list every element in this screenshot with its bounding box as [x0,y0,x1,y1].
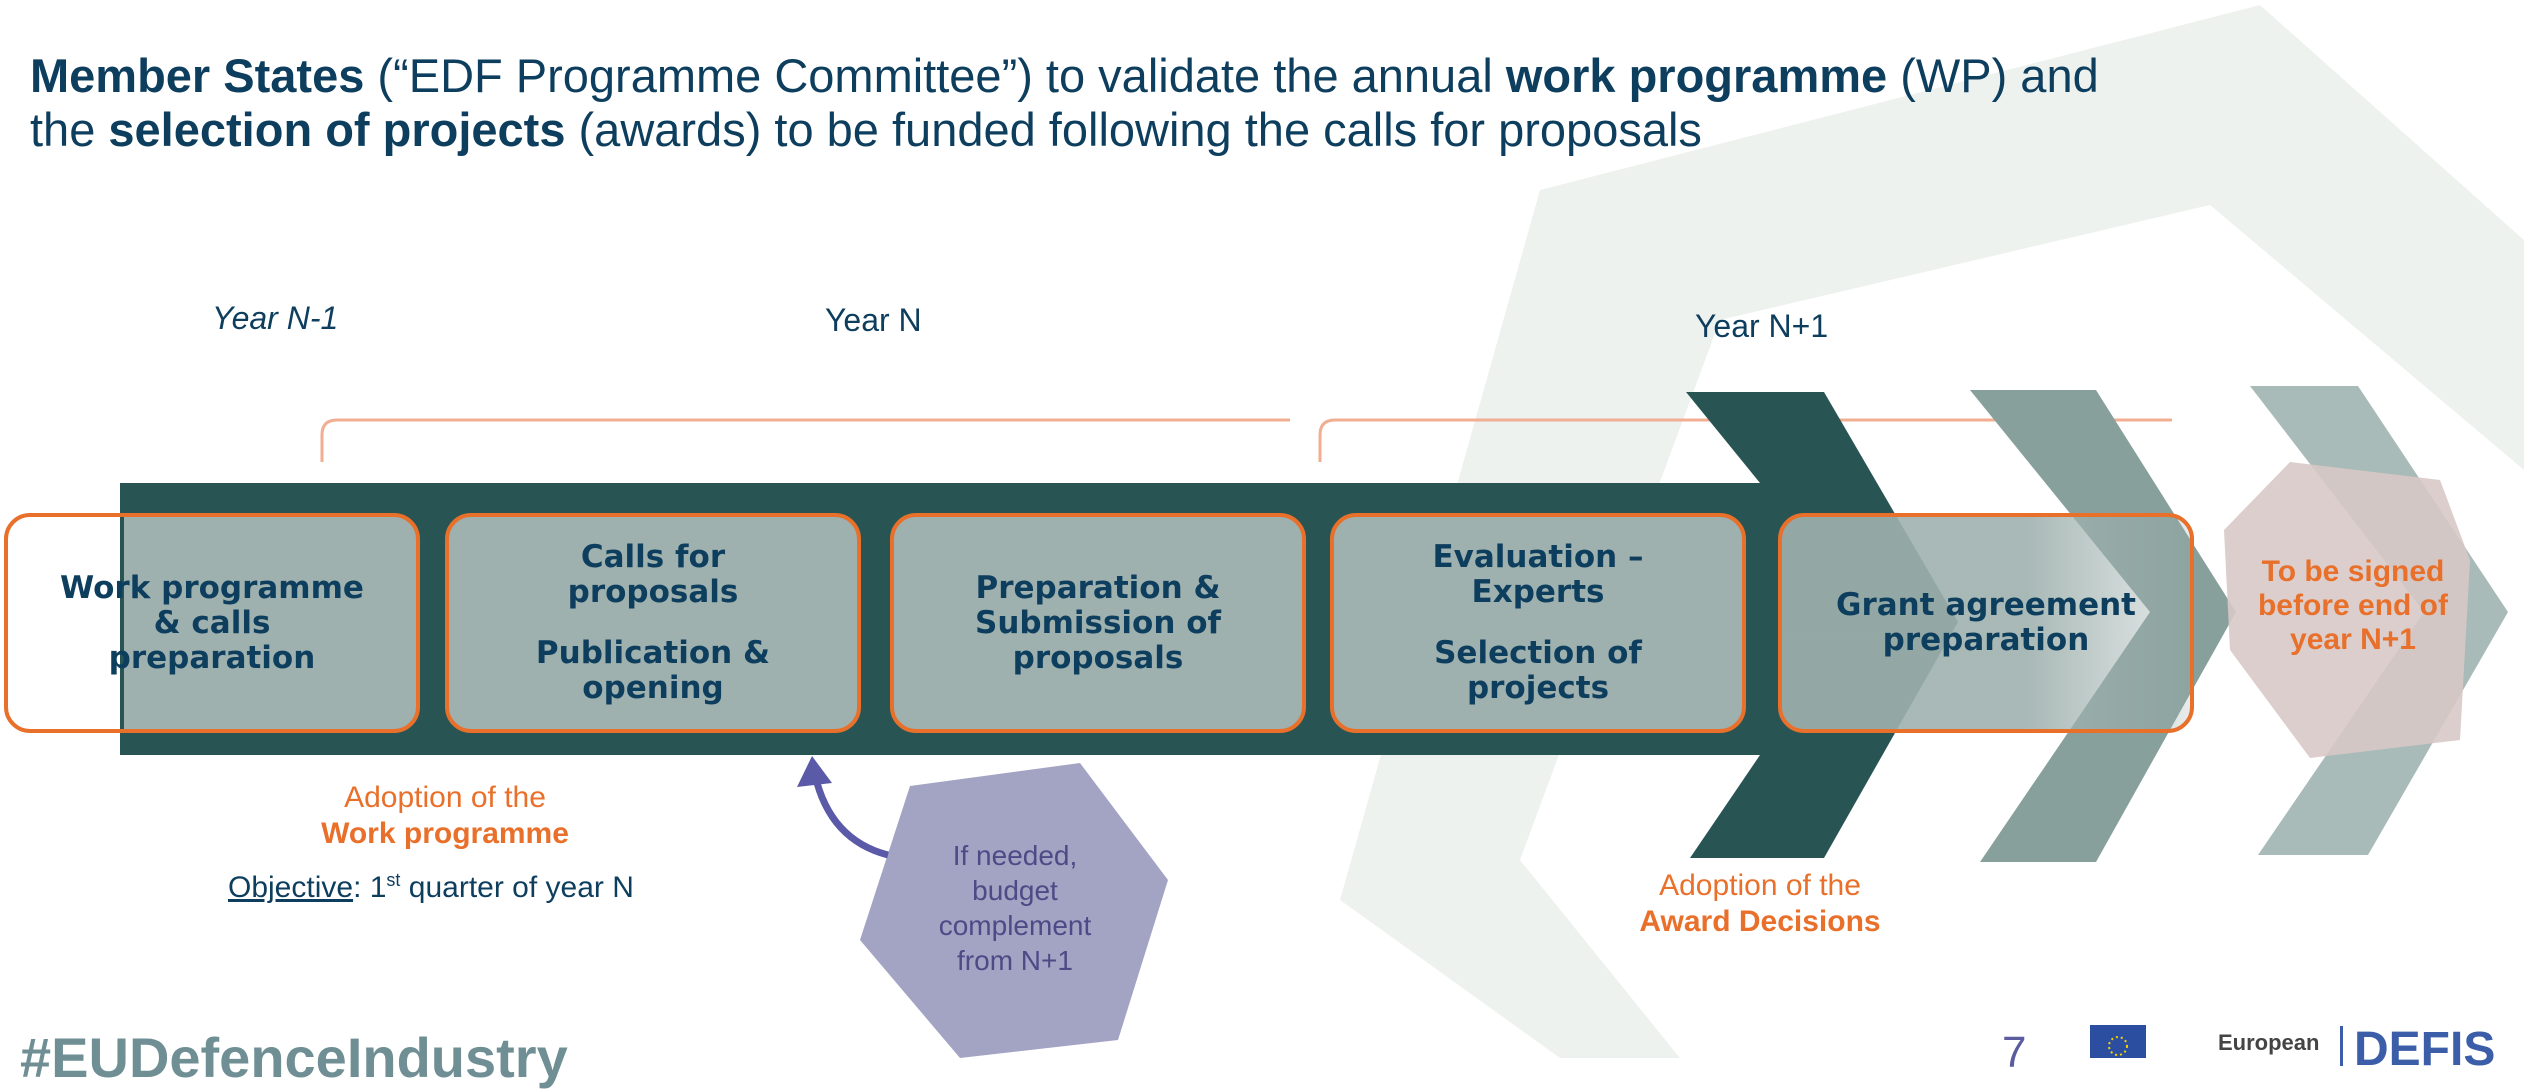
step-text: opening [582,670,724,706]
budget-arrow [811,774,889,859]
adoption-wp-label: Adoption of the [344,781,546,814]
step-text: Preparation & [975,569,1221,606]
year-n-minus-1-label: Year N-1 [212,300,339,336]
to-be-signed-note: To be signed before end of year N+1 [2218,555,2488,657]
header-line-2: the selection of projects (awards) to be… [30,104,2280,156]
step-text: Experts [1471,574,1605,610]
signed-text: before end of [2257,589,2448,622]
step-calls-for-proposals: Calls for proposals Publication & openin… [445,513,861,733]
chevron-1 [1970,390,2236,862]
step-text: Calls for [580,539,726,575]
header-strong-member-states: Member States [30,49,365,102]
budget-text: from N+1 [957,945,1073,976]
year-n-label: Year N [825,302,922,338]
header-text: (“EDF Programme Committee”) to validate … [364,49,1506,102]
step-text: Work programme [60,569,364,606]
step-preparation-submission: Preparation & Submission of proposals [890,513,1306,733]
objective-text: : 1 [353,871,387,904]
budget-note: If needed, budget complement from N+1 [880,838,1150,978]
step-text: & calls [153,604,271,641]
objective-note: Objective: 1st quarter of year N [228,862,634,906]
step-grant-agreement: Grant agreement preparation [1778,513,2194,733]
header-text: (awards) to be funded following the call… [565,103,1702,156]
step-text: projects [1466,670,1610,706]
budget-hexagon [860,763,1168,1058]
adoption-award-title: Award Decisions [1639,905,1881,938]
signed-text: year N+1 [2290,623,2416,656]
signed-hexagon [2224,462,2470,758]
step-evaluation-selection: Evaluation – Experts Selection of projec… [1330,513,1746,733]
step-text: proposals [567,574,739,610]
header-strong-selection: selection of projects [108,103,566,156]
signed-text: To be signed [2261,555,2445,588]
dg-defis-label: DEFIS [2354,1023,2496,1076]
bracket-year-n [320,418,1290,462]
budget-arrow-head [797,756,832,787]
step-text: Evaluation – [1432,539,1644,575]
objective-label: Objective [228,871,354,904]
objective-text: quarter of year N [400,871,634,904]
step-work-programme: Work programme & calls preparation [4,513,420,733]
page-number: 7 [2002,1028,2027,1077]
step-text: preparation [108,639,316,676]
step-text: preparation [1882,622,2090,658]
step-text: Selection of [1434,635,1642,671]
bracket-year-n-plus-1 [1318,418,2172,462]
header-text: (WP) and [1887,49,2099,102]
budget-text: budget [972,875,1058,906]
adoption-wp-title: Work programme [321,817,569,850]
header-text: the [30,103,109,156]
adoption-award-label: Adoption of the [1659,869,1861,902]
step-text: Grant agreement [1836,587,2136,623]
header-strong-work-programme: work programme [1505,49,1888,102]
footer-divider [2340,1026,2343,1066]
step-text: Submission of [975,604,1221,641]
budget-text: If needed, [952,840,1078,871]
eu-flag-icon [2090,1025,2146,1058]
year-n-plus-1-label: Year N+1 [1695,308,1829,344]
budget-text: complement [938,910,1092,941]
objective-sup: st [386,870,401,890]
european-commission-label: European [2218,1030,2320,1055]
header-line-1: Member States (“EDF Programme Committee”… [30,50,2280,102]
step-text: Publication & [535,635,771,671]
step-text: proposals [1012,639,1184,676]
